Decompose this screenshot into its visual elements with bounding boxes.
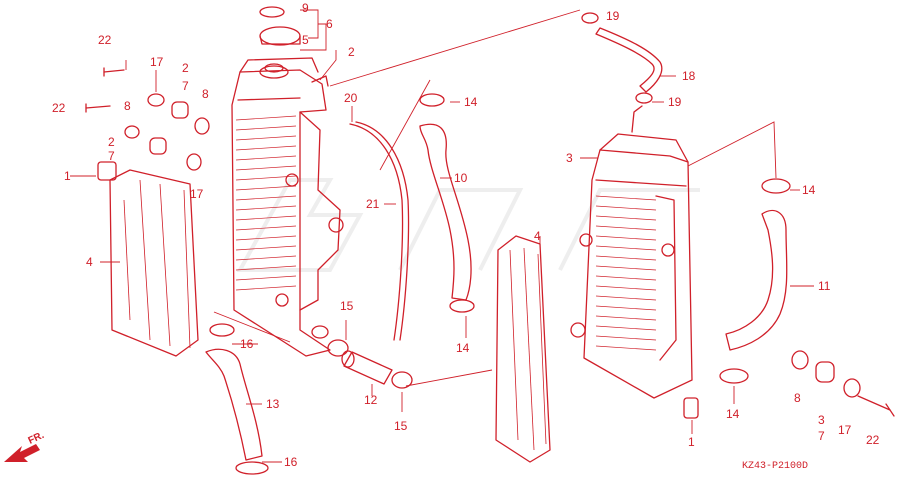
joint-pipe <box>341 350 393 385</box>
callout-20: 20 <box>344 91 358 105</box>
callout-14: 14 <box>456 341 470 355</box>
leader-lines <box>70 9 814 463</box>
left-radiator-fins <box>235 115 297 291</box>
callout-2: 2 <box>348 45 355 59</box>
hose-clamps <box>209 93 791 475</box>
callout-8: 8 <box>202 87 209 101</box>
overflow-tube <box>349 123 404 341</box>
front-marker: FR. <box>27 430 46 447</box>
callout-1: 1 <box>64 169 71 183</box>
callout-4: 4 <box>534 229 541 243</box>
callout-5: 5 <box>302 33 309 47</box>
callout-16: 16 <box>240 337 254 351</box>
hose-lower-left <box>205 348 263 461</box>
callout-21: 21 <box>366 197 380 211</box>
callout-22: 22 <box>866 433 880 447</box>
part-code: KZ43-P2100D <box>742 461 808 472</box>
right-radiator-fins <box>595 195 657 351</box>
center-shroud <box>495 235 551 463</box>
callout-19: 19 <box>668 95 682 109</box>
callout-3: 3 <box>566 151 573 165</box>
callout-15: 15 <box>340 299 354 313</box>
callout-14: 14 <box>464 95 478 109</box>
left-shroud <box>109 169 199 357</box>
callout-7: 7 <box>182 79 189 93</box>
radiator-cap <box>259 6 301 46</box>
callout-17: 17 <box>190 187 204 201</box>
callout-17: 17 <box>150 55 164 69</box>
callout-12: 12 <box>364 393 378 407</box>
callout-22: 22 <box>52 101 66 115</box>
callout-10: 10 <box>454 171 468 185</box>
watermark-shape <box>236 178 700 272</box>
callout-8: 8 <box>124 99 131 113</box>
callout-14: 14 <box>802 183 816 197</box>
hose-upper-left <box>419 123 472 301</box>
callout-1: 1 <box>688 435 695 449</box>
right-hardware <box>683 350 895 419</box>
front-arrow-icon <box>4 444 40 462</box>
callout-22: 22 <box>98 33 112 47</box>
callout-18: 18 <box>682 69 696 83</box>
callout-7: 7 <box>108 149 115 163</box>
callout-6: 6 <box>326 17 333 31</box>
callout-4: 4 <box>86 255 93 269</box>
tube-clips <box>581 12 653 104</box>
callout-3: 3 <box>818 413 825 427</box>
callout-9: 9 <box>302 1 309 15</box>
callout-2: 2 <box>108 135 115 149</box>
right-radiator <box>570 105 693 399</box>
callout-16: 16 <box>284 455 298 469</box>
callout-15: 15 <box>394 419 408 433</box>
callout-17: 17 <box>838 423 852 437</box>
callout-7: 7 <box>818 429 825 443</box>
callout-13: 13 <box>266 397 280 411</box>
left-radiator <box>231 57 344 357</box>
callout-8: 8 <box>794 391 801 405</box>
left-hardware <box>85 67 210 181</box>
callout-11: 11 <box>818 279 831 293</box>
callout-labels: 22 22 22 17 17 17 2 2 2 7 7 7 8 8 8 1 1 … <box>52 1 880 469</box>
hose-right <box>725 209 788 351</box>
breather-tube <box>595 27 663 93</box>
callout-14: 14 <box>726 407 740 421</box>
callout-19: 19 <box>606 9 620 23</box>
callout-2: 2 <box>182 61 189 75</box>
